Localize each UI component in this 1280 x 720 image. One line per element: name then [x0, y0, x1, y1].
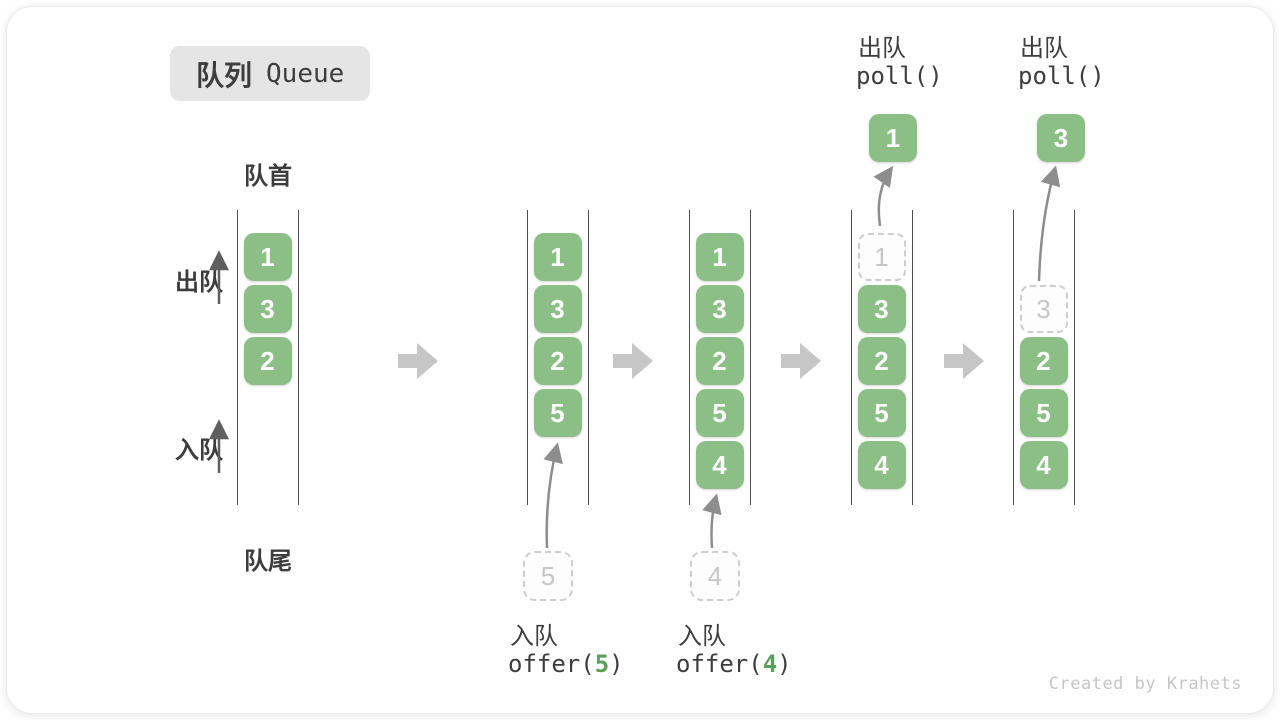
queue-cell: 1 [695, 233, 744, 281]
dequeue2-code: poll() [1018, 62, 1105, 90]
popped-box-1: 1 [869, 114, 917, 162]
title-en: Queue [266, 58, 345, 89]
diagram-canvas [6, 6, 1274, 714]
queue-cell: 4 [1019, 441, 1068, 489]
queue-cell: 1 [533, 233, 582, 281]
title-badge: 队列 Queue [170, 46, 371, 101]
enqueue1-code-post: ) [609, 650, 624, 678]
enqueue-ghost-box-4: 4 [690, 551, 740, 601]
queue-cell-ghost: 1 [857, 233, 906, 281]
queue-cell: 5 [695, 389, 744, 437]
enqueue1-label: 入队 [510, 623, 558, 650]
dequeue1-label: 出队 [858, 35, 906, 62]
enqueue2-code-post: ) [777, 650, 792, 678]
queue-cell: 5 [533, 389, 582, 437]
queue-cell-ghost: 3 [1019, 285, 1068, 333]
enqueue2-label: 入队 [678, 623, 726, 650]
title-zh: 队列 [196, 59, 253, 91]
enqueue1-code-arg: 5 [594, 650, 610, 678]
queue-cell: 2 [1019, 337, 1068, 385]
queue-cell: 2 [695, 337, 744, 385]
enqueue1-code: offer(5) [508, 650, 624, 678]
queue-cell: 5 [857, 389, 906, 437]
enqueue2-code-pre: offer( [676, 650, 763, 678]
watermark: Created by Krahets [1048, 674, 1242, 694]
enqueue1-code-pre: offer( [508, 650, 595, 678]
queue-cell: 4 [695, 441, 744, 489]
queue-cell: 3 [857, 285, 906, 333]
queue-rear-label: 队尾 [244, 548, 292, 575]
enqueue-side-label: 入队 [175, 437, 223, 464]
enqueue2-code: offer(4) [676, 650, 792, 678]
queue-cell: 4 [857, 441, 906, 489]
queue-front-label: 队首 [244, 163, 292, 190]
queue-cell: 5 [1019, 389, 1068, 437]
queue-cell: 2 [857, 337, 906, 385]
queue-cell: 1 [243, 233, 292, 281]
popped-box-3: 3 [1037, 114, 1085, 162]
queue-cell: 2 [243, 337, 292, 385]
dequeue1-code: poll() [856, 62, 943, 90]
dequeue-side-label: 出队 [175, 269, 223, 296]
queue-cell: 2 [533, 337, 582, 385]
enqueue-ghost-box-5: 5 [523, 551, 573, 601]
queue-cell: 3 [533, 285, 582, 333]
queue-cell: 3 [695, 285, 744, 333]
dequeue2-label: 出队 [1020, 35, 1068, 62]
enqueue2-code-arg: 4 [762, 650, 778, 678]
queue-cell: 3 [243, 285, 292, 333]
